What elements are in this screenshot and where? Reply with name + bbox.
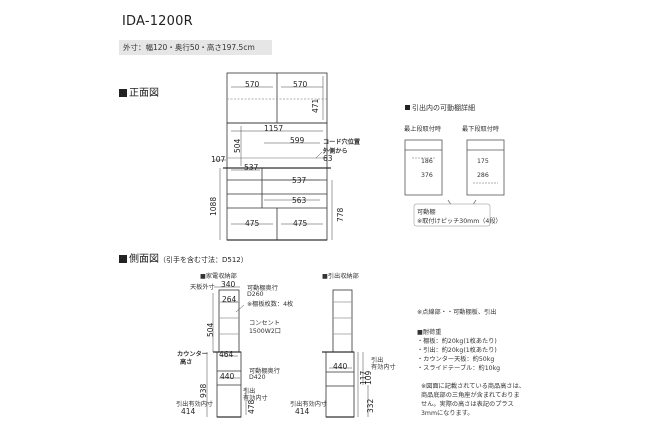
dim-inner-264: 264 [222, 295, 237, 304]
dim-upper-height: 471 [311, 98, 320, 113]
shelf-count-note: ※棚板枚数：4枚 [247, 301, 294, 308]
dim-height-478: 478 [247, 399, 256, 414]
drawer-depth-label: 引出有効内寸 [176, 401, 214, 408]
drawer2-depth-value: 414 [295, 407, 310, 416]
cord-hole-label: コード穴位置 [323, 139, 361, 146]
disclaimer-line: せん。実際の高さは表記のプラス [421, 401, 514, 408]
shelf-note-1: 可動棚 [417, 209, 436, 216]
dim-height-938: 938 [199, 383, 208, 398]
dim-top-width: 340 [221, 280, 236, 289]
square-bullet-icon [119, 89, 127, 97]
drawer-label-1: 引出 [243, 388, 256, 395]
outlet-power: 1500W2口 [249, 328, 281, 335]
drawer-dim-440: 440 [333, 362, 348, 371]
dim-outlet-offset: 63 [323, 154, 333, 163]
drawer-label-2: 有効内寸 [243, 395, 268, 402]
dim-height-504: 504 [206, 322, 215, 337]
spec-bar: 外寸：幅120・奥行50・高さ197.5cm [119, 40, 272, 55]
square-bullet-icon [405, 105, 410, 110]
drawer-inner-label-2: 有効内寸 [371, 364, 396, 371]
model-title: IDA-1200R [122, 14, 193, 29]
shelf-note-box [413, 203, 491, 227]
top-outer-label: 天板外寸 [190, 284, 215, 291]
side-view-heading: 側面図（引手を含む寸法：D512） [119, 250, 248, 265]
upper-install-label: 最上段取付時 [404, 126, 442, 133]
dim-depth-464: 464 [219, 350, 234, 359]
dim-bottom-left: 475 [245, 219, 260, 228]
dotted-note: ※点線部・・可動棚板、引出 [417, 309, 497, 316]
disclaimer-line: ※図面に記載されている商品高さは、 [421, 383, 525, 390]
disclaimer-line: 3mmになります。 [421, 410, 474, 417]
dim-drawer-left: 537 [244, 163, 259, 172]
slide-depth-label: 可動棚奥行 [249, 368, 280, 375]
shelf-detail-heading: 引出内の可動棚詳細 [405, 103, 475, 113]
outlet-label: コンセント [249, 320, 280, 327]
shelf-note-2: ※取付けピッチ30mm（4段） [417, 218, 502, 225]
square-bullet-icon: ■ [200, 273, 206, 280]
square-bullet-icon: ■ [322, 273, 328, 280]
drawer2-depth-label: 引出有効内寸 [290, 401, 328, 408]
dim-drawer-right: 537 [292, 176, 307, 185]
lower-h1: 175 [477, 158, 489, 165]
drawer-h-332: 332 [366, 398, 375, 413]
counter-label-1: カウンター [177, 351, 208, 358]
side-drawer-drawing [322, 289, 355, 418]
slide-depth-value: D420 [249, 374, 266, 381]
upper-h1: 186 [421, 158, 433, 165]
appliance-label: ■家電収納部 [200, 273, 237, 280]
from-outside-label: 外側から [323, 148, 348, 155]
front-view-heading: 正面図 [119, 84, 159, 99]
shelf-depth-label: 可動棚奥行 [247, 285, 278, 292]
load-item: ・カウンター天板：約50kg [417, 356, 495, 363]
dim-shelf-width: 599 [290, 136, 305, 145]
shelf-depth-value: D260 [247, 291, 264, 298]
disclaimer-line: 商品底部の三角座が含まれておりま [421, 392, 520, 399]
lower-install-label: 最下段取付時 [462, 126, 500, 133]
dim-mid-height: 504 [233, 138, 242, 153]
load-item: ・スライドテーブル：約10kg [417, 365, 501, 372]
square-bullet-icon [119, 255, 127, 263]
dim-depth-440: 440 [220, 372, 235, 381]
dim-top-right: 570 [293, 80, 308, 89]
dim-inner-width: 1157 [264, 124, 284, 133]
dim-lower-height: 778 [336, 207, 345, 222]
dim-top-left: 570 [245, 80, 260, 89]
dim-drawer-563: 563 [292, 196, 307, 205]
drawer-section-label: ■引出収納部 [322, 273, 359, 280]
square-bullet-icon: ■ [417, 329, 423, 336]
dim-bottom-right: 475 [293, 219, 308, 228]
lower-h2: 286 [477, 172, 489, 179]
upper-h2: 376 [421, 172, 433, 179]
load-item: ・棚板：約20kg(1枚あたり) [417, 338, 497, 345]
load-heading: ■耐荷重 [417, 329, 442, 336]
dim-side-107: 107 [211, 155, 226, 164]
drawer-h-109: 109 [364, 370, 373, 385]
drawer-depth-value: 414 [181, 407, 196, 416]
counter-label-2: 高さ [180, 359, 193, 366]
load-item: ・引出：約20kg(1枚あたり) [417, 347, 497, 354]
dim-total-height: 1088 [209, 196, 218, 216]
drawer-inner-label-1: 引出 [371, 357, 384, 364]
